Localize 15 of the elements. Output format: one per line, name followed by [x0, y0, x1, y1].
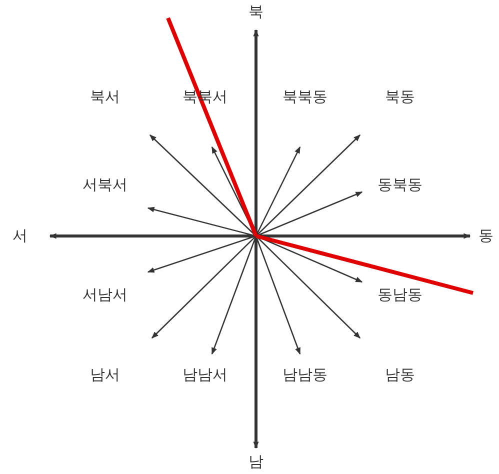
- direction-label: 서: [12, 226, 28, 246]
- direction-label: 동북동: [378, 176, 422, 194]
- direction-label: 남동: [385, 366, 415, 384]
- direction-label: 북동: [385, 88, 415, 106]
- direction-label: 남: [248, 452, 264, 472]
- direction-label: 남서: [90, 366, 120, 384]
- direction-label: 남남동: [282, 366, 328, 384]
- direction-label: 동남동: [378, 286, 422, 304]
- direction-label: 서북서: [82, 176, 128, 194]
- direction-label: 남남서: [182, 366, 228, 384]
- direction-label: 북서: [90, 88, 120, 106]
- direction-label: 동: [478, 226, 494, 246]
- direction-label: 북: [248, 2, 264, 22]
- direction-label: 북북동: [282, 88, 328, 106]
- direction-label: 서남서: [82, 286, 128, 304]
